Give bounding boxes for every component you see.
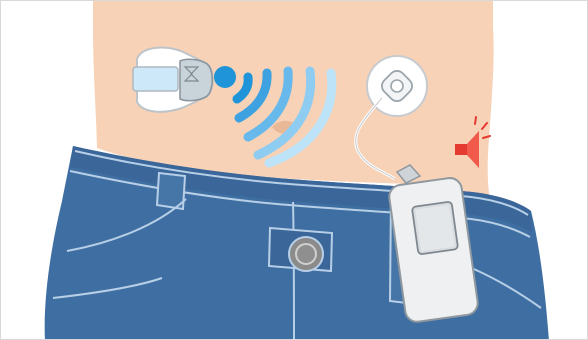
front-seam xyxy=(293,202,294,340)
jeans-button-inner xyxy=(296,244,316,264)
